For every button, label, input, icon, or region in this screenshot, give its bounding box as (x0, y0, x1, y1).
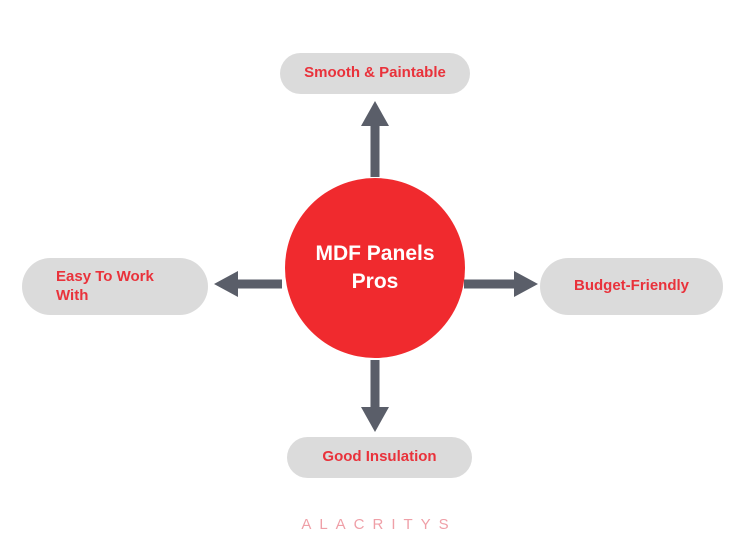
watermark-alacritys: ALACRITYS (301, 516, 457, 533)
arrow-up-head (361, 101, 389, 126)
arrow-up-icon (361, 101, 389, 177)
arrow-left-head (214, 271, 238, 297)
node-smooth-paintable-label: Smooth & Paintable (304, 64, 446, 82)
node-good-insulation: Good Insulation (287, 437, 472, 478)
center-node-label: MDF Panels Pros (315, 241, 435, 293)
arrow-left-icon (214, 271, 282, 297)
center-node-mdf-panels-pros: MDF Panels Pros (285, 178, 465, 358)
node-easy-to-work-with: Easy To Work With (22, 258, 208, 315)
node-smooth-paintable: Smooth & Paintable (280, 53, 470, 94)
arrow-down-head (361, 407, 389, 432)
arrow-down-icon (361, 360, 389, 432)
arrow-right-head (514, 271, 538, 297)
node-good-insulation-label: Good Insulation (322, 448, 437, 466)
node-easy-to-work-with-label: Easy To Work With (56, 267, 154, 304)
node-budget-friendly: Budget-Friendly (540, 258, 723, 315)
node-budget-friendly-label: Budget-Friendly (574, 277, 689, 295)
arrow-right-icon (464, 271, 538, 297)
